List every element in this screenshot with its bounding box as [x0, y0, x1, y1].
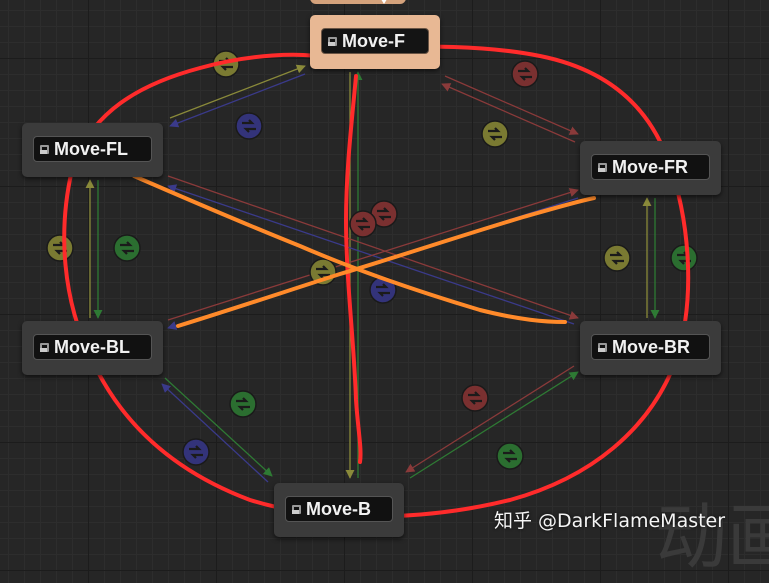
state-node-label: Move-BR [612, 336, 691, 357]
node-tooltip [310, 0, 406, 4]
transition-rule-icon[interactable] [511, 60, 539, 88]
state-node-move-fl-title: Move-FL [33, 136, 152, 162]
state-node-move-b[interactable]: Move-B [274, 483, 404, 537]
state-node-label: Move-FL [54, 138, 128, 159]
transition-rule-icon[interactable] [481, 120, 509, 148]
state-node-label: Move-B [306, 498, 372, 519]
state-node-icon [292, 504, 301, 514]
state-node-icon [40, 342, 49, 352]
transition-arrow-fr-to-f[interactable] [441, 83, 576, 143]
transition-rule-icon[interactable] [461, 384, 489, 412]
state-node-move-b-title: Move-B [285, 496, 393, 522]
state-node-move-bl-title: Move-BL [33, 334, 152, 360]
state-node-label: Move-FR [612, 156, 688, 177]
state-node-move-fr[interactable]: Move-FR [580, 141, 721, 195]
annotation-orange-diagonal-2 [176, 196, 596, 328]
state-node-move-f[interactable]: Move-F [310, 15, 440, 69]
transition-rule-icon[interactable] [235, 112, 263, 140]
state-node-label: Move-BL [54, 336, 130, 357]
transition-rule-icon[interactable] [113, 234, 141, 262]
transition-rule-icon[interactable] [229, 390, 257, 418]
state-node-label: Move-F [342, 30, 405, 51]
transition-rule-icon[interactable] [496, 442, 524, 470]
transition-rule-icon[interactable] [670, 244, 698, 272]
transition-arrow-br-to-b[interactable] [409, 371, 579, 479]
cursor-arrow-icon [379, 0, 389, 4]
watermark-text: 知乎 @DarkFlameMaster [494, 510, 726, 532]
state-node-move-fl[interactable]: Move-FL [22, 123, 163, 177]
transition-rule-icon[interactable] [46, 234, 74, 262]
state-node-icon [328, 36, 337, 46]
transition-arrow-bl-to-b[interactable] [164, 377, 273, 477]
transition-arrow-b-to-br[interactable] [405, 365, 575, 473]
transition-rule-icon[interactable] [182, 438, 210, 466]
state-node-move-f-title: Move-F [321, 28, 429, 54]
state-node-move-bl[interactable]: Move-BL [22, 321, 163, 375]
state-node-icon [598, 342, 607, 352]
transition-rule-icon[interactable] [349, 210, 377, 238]
state-node-icon [598, 162, 607, 172]
transition-arrow-f-to-fr[interactable] [444, 75, 579, 135]
state-node-icon [40, 144, 49, 154]
transition-arrow-f-to-fl[interactable] [169, 73, 306, 128]
transition-rule-icon[interactable] [603, 244, 631, 272]
transition-arrow-b-to-bl[interactable] [161, 383, 269, 483]
state-node-move-fr-title: Move-FR [591, 154, 710, 180]
annotation-orange-diagonal-1 [132, 174, 567, 324]
state-node-move-br[interactable]: Move-BR [580, 321, 721, 375]
annotation-red-vertical-line [344, 74, 363, 464]
transition-arrow-fl-to-br[interactable] [167, 175, 579, 320]
state-node-move-br-title: Move-BR [591, 334, 710, 360]
transition-arrow-bl-to-fr[interactable] [167, 188, 579, 321]
transition-arrow-fl-to-f[interactable] [169, 64, 306, 119]
state-machine-graph [46, 44, 698, 519]
